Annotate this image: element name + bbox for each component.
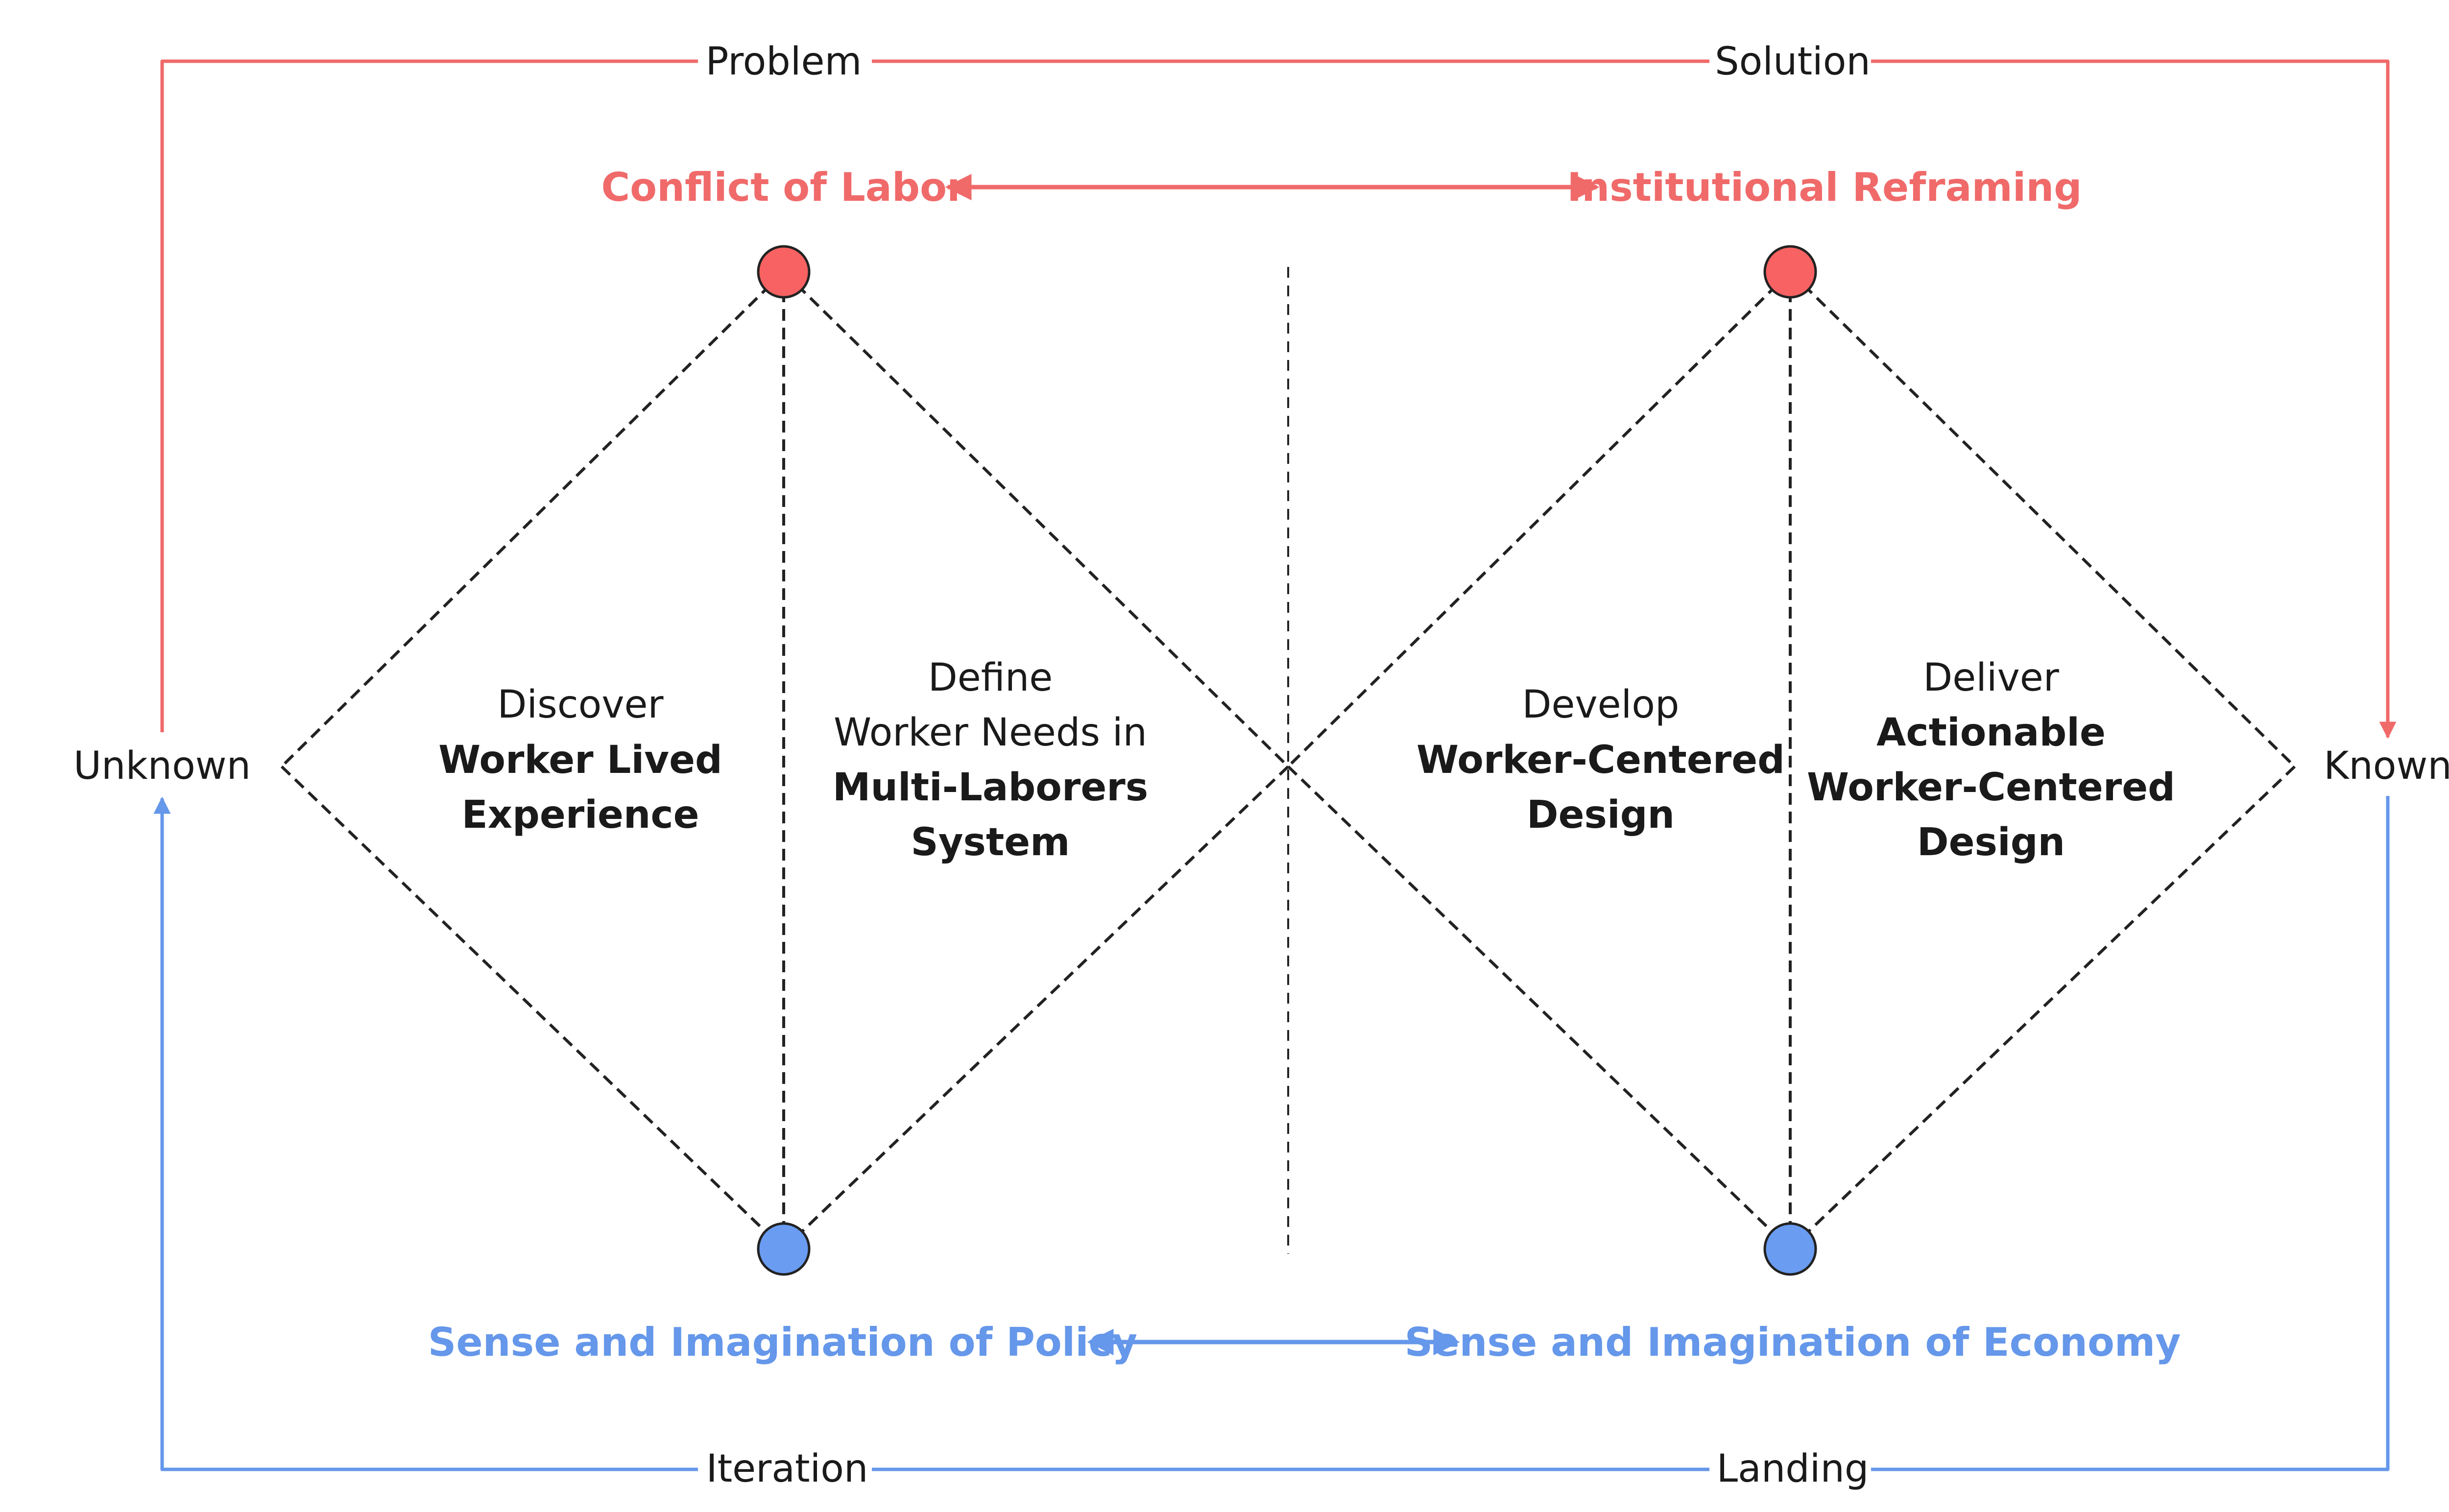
phase-deliver-line2: Worker-Centered [1807,766,2175,810]
phase-define-line2: Worker Needs in [834,711,1147,755]
frame-label-unknown: Unknown [73,744,251,788]
phase-define-line4: System [911,820,1070,864]
phase-define-line3: Multi-Laborers [833,766,1148,810]
frame-label-solution: Solution [1715,40,1871,84]
node-top-right [1763,245,1817,299]
phase-define-line1: Define [928,656,1053,700]
node-bottom-right [1763,1222,1817,1276]
phase-discover-line2: Experience [461,793,699,837]
phase-deliver-line1: Actionable [1876,711,2106,755]
frame-label-problem: Problem [706,40,862,84]
diamond-right [1287,270,2296,1250]
node-bottom-left [757,1222,811,1276]
phase-define: Define Worker Needs in Multi-Laborers Sy… [833,656,1148,864]
diamond-left [280,270,1290,1250]
node-top-left [757,245,811,299]
anchor-sense-economy: Sense and Imagination of Economy [1405,1320,2181,1365]
anchor-sense-policy: Sense and Imagination of Policy [428,1320,1137,1365]
anchor-conflict-of-labor: Conflict of Labor [601,165,966,210]
phase-discover-line1: Worker Lived [438,738,722,782]
frame-label-iteration: Iteration [706,1447,868,1491]
frame-label-landing: Landing [1717,1447,1869,1491]
phase-deliver: Deliver Actionable Worker-Centered Desig… [1807,656,2175,864]
phase-develop-line2: Design [1527,793,1675,837]
phase-deliver-line3: Design [1917,820,2065,864]
frame-bottom-path [153,796,2390,1471]
phase-develop-verb: Develop [1522,683,1679,727]
phase-discover: Discover Worker Lived Experience [438,683,722,837]
frame-label-known: Known [2324,744,2449,788]
frame-top-path [160,59,2397,739]
phase-discover-verb: Discover [497,683,664,727]
phase-deliver-verb: Deliver [1923,656,2060,700]
phase-develop-line1: Worker-Centered [1417,738,1785,782]
phase-develop: Develop Worker-Centered Design [1417,683,1785,837]
anchor-institutional-reframing: Institutional Reframing [1567,165,2082,210]
